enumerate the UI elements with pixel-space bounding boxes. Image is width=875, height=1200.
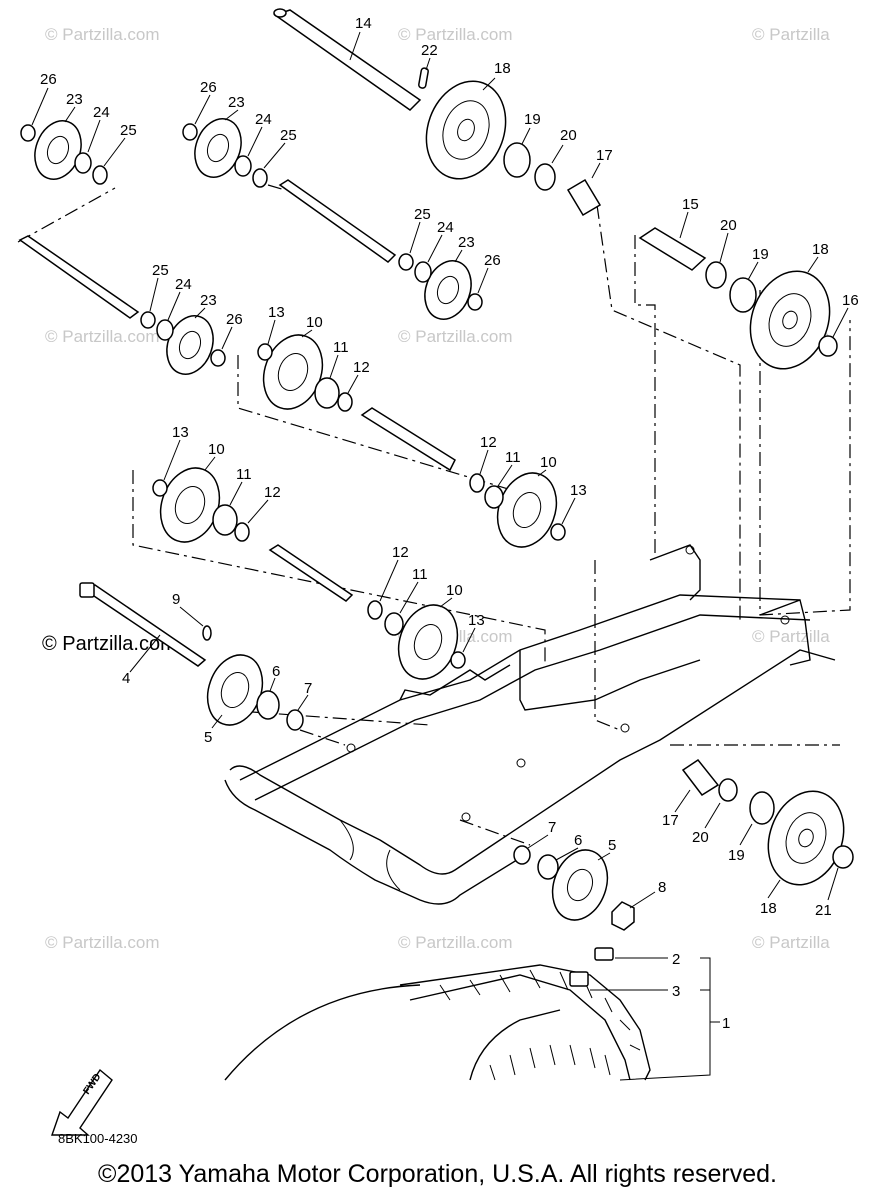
watermark-top-right: © Partzilla	[752, 25, 830, 44]
bolt-4	[79, 582, 207, 667]
callout-20-top: 20	[560, 127, 577, 144]
callout-4: 4	[122, 670, 130, 687]
wheel-23-a	[34, 120, 82, 180]
wheel-18-top	[425, 80, 507, 180]
diagram-code: 8BK100-4230	[58, 1131, 138, 1146]
svg-text:FWD: FWD	[81, 1072, 103, 1097]
watermark-dark-left: © Partzilla.com	[42, 633, 177, 655]
watermark-mid-left: © Partzilla.com	[45, 327, 160, 346]
callout-12-b: 12	[480, 434, 497, 451]
callout-23-b: 23	[228, 94, 245, 111]
callout-23-a: 23	[66, 91, 83, 108]
callout-24-c: 24	[437, 219, 454, 236]
callout-17-top: 17	[596, 147, 613, 164]
watermark-row3-right: © Partzilla	[752, 627, 830, 646]
callout-9: 9	[172, 591, 180, 608]
axle-lower	[268, 544, 354, 602]
callout-7-b: 7	[548, 819, 556, 836]
callout-8: 8	[658, 879, 666, 896]
fwd-arrow-icon: FWD	[51, 1068, 113, 1136]
callout-13-d: 13	[468, 612, 485, 629]
callout-20-bottom: 20	[692, 829, 709, 846]
pin-22	[418, 67, 429, 89]
wheel-5-b	[551, 849, 609, 921]
axle-center	[360, 407, 456, 472]
callout-22: 22	[421, 42, 438, 59]
wheel-10-b	[496, 472, 558, 548]
slide-rail-frame	[224, 544, 836, 905]
callout-17-bottom: 17	[662, 812, 679, 829]
copyright-notice: ©2013 Yamaha Motor Corporation, U.S.A. A…	[98, 1160, 777, 1188]
callout-13-b: 13	[570, 482, 587, 499]
callout-26-b: 26	[200, 79, 217, 96]
callout-12-d: 12	[392, 544, 409, 561]
shaft-14	[273, 8, 422, 111]
callout-13-c: 13	[172, 424, 189, 441]
callout-11-d: 11	[412, 566, 428, 583]
callout-24-a: 24	[93, 104, 110, 121]
watermark-mid-center: © Partzilla.com	[398, 327, 513, 346]
callout-25-b: 25	[280, 127, 297, 144]
callout-10-d: 10	[446, 582, 463, 599]
callout-7-a: 7	[304, 680, 312, 697]
callout-6-a: 6	[272, 663, 280, 680]
leader-lines	[31, 31, 849, 1081]
callout-20-right: 20	[720, 217, 737, 234]
watermark-top-left: © Partzilla.com	[45, 25, 160, 44]
watermark-bottom-left: © Partzilla.com	[45, 933, 160, 952]
callout-5-b: 5	[608, 837, 616, 854]
callout-23-c: 23	[458, 234, 475, 251]
callout-25-a: 25	[120, 122, 137, 139]
collar-15	[638, 227, 707, 271]
watermark-top-center: © Partzilla.com	[398, 25, 513, 44]
wheel-5-a	[206, 654, 264, 726]
callout-16: 16	[842, 292, 859, 309]
watermark-bottom-right: © Partzilla	[752, 933, 830, 952]
callout-10-c: 10	[208, 441, 225, 458]
callout-18-right: 18	[812, 241, 829, 258]
callout-24-d: 24	[175, 276, 192, 293]
callout-12-c: 12	[264, 484, 281, 501]
callout-1: 1	[722, 1015, 730, 1032]
callout-12-a: 12	[353, 359, 370, 376]
callout-24-b: 24	[255, 111, 272, 128]
callout-11-c: 11	[236, 466, 252, 483]
wheel-10-d	[397, 604, 459, 680]
callout-10-b: 10	[540, 454, 557, 471]
callout-23-d: 23	[200, 292, 217, 309]
callout-13-a: 13	[268, 304, 285, 321]
wheel-18-right	[749, 270, 831, 370]
callout-19-top: 19	[524, 111, 541, 128]
callout-11-a: 11	[333, 339, 349, 356]
callout-18-top: 18	[494, 60, 511, 77]
callout-19-right: 19	[752, 246, 769, 263]
shaft-left-upper	[18, 235, 140, 319]
callout-11-b: 11	[505, 449, 521, 466]
wheel-23-d	[166, 315, 214, 375]
callout-5-a: 5	[204, 729, 212, 746]
callout-26-a: 26	[40, 71, 57, 88]
callout-18-bottom: 18	[760, 900, 777, 917]
callout-15: 15	[682, 196, 699, 213]
callout-21: 21	[815, 902, 832, 919]
callout-26-d: 26	[226, 311, 243, 328]
small-parts	[20, 123, 854, 931]
wheel-23-b	[194, 118, 242, 178]
callout-2: 2	[672, 951, 680, 968]
shaft-mid-upper	[278, 179, 397, 263]
callout-3: 3	[672, 983, 680, 1000]
callout-25-d: 25	[152, 262, 169, 279]
watermark-bottom-center: © Partzilla.com	[398, 933, 513, 952]
callout-6-b: 6	[574, 832, 582, 849]
callout-14: 14	[355, 15, 372, 32]
wheel-10-c	[159, 467, 221, 543]
callout-10-a: 10	[306, 314, 323, 331]
callout-labels: 14 22 18 19 20 17 26 23 24 25 26 23 24 2…	[40, 15, 859, 1032]
callout-19-bottom: 19	[728, 847, 745, 864]
track	[224, 947, 651, 1081]
callout-25-c: 25	[414, 206, 431, 223]
callout-26-c: 26	[484, 252, 501, 269]
